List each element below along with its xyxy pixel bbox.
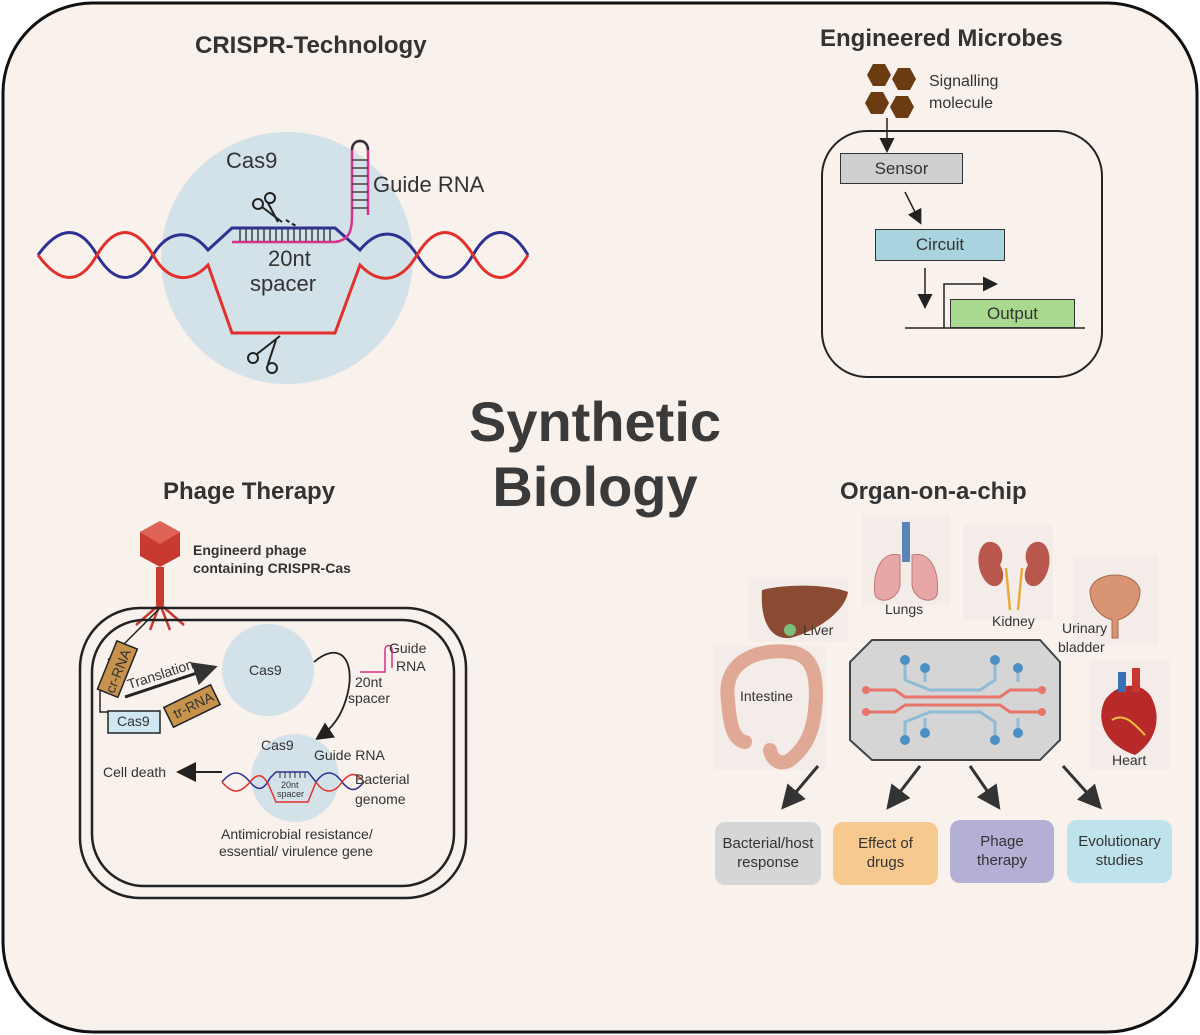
cas9-gene-label: Cas9 xyxy=(117,713,150,729)
bacterial-cell-inner xyxy=(90,618,456,888)
spacer-label-line1: 20nt xyxy=(268,246,311,271)
guide-rna-small-label: Guide RNA xyxy=(314,747,385,763)
scissors-icon xyxy=(247,335,281,374)
spacer-tiny-line2: spacer xyxy=(277,789,305,799)
spacer-small-line1: 20nt xyxy=(355,674,383,690)
phage-heading: Phage Therapy xyxy=(163,478,336,505)
tr-rna-gene xyxy=(162,683,222,729)
signalling-molecule-icon xyxy=(865,64,916,118)
urinary-label-line1: Urinary xyxy=(1062,620,1108,636)
phage-icon xyxy=(135,521,185,631)
guide-rna-label: Guide RNA xyxy=(373,172,485,197)
resistance-label-line2: essential/ virulence gene xyxy=(219,843,374,859)
circuit-box: Circuit xyxy=(875,229,1005,261)
base-pair-ticks xyxy=(239,229,331,241)
heart-label: Heart xyxy=(1112,752,1147,768)
cas9-protein-label: Cas9 xyxy=(249,662,282,678)
outcome-phage-therapy: Phage therapy xyxy=(950,820,1054,883)
crispr-heading: CRISPR-Technology xyxy=(195,32,427,59)
output-box: Output xyxy=(950,299,1075,328)
guide-label-line1: Guide xyxy=(389,640,427,656)
liver-icon xyxy=(748,577,848,642)
spacer-small-line2: spacer xyxy=(348,690,391,706)
organ-panel xyxy=(714,515,1170,810)
cas9-gene xyxy=(107,710,161,734)
bacterial-genome-line2: genome xyxy=(355,791,406,807)
signalling-label-line2: molecule xyxy=(929,95,994,112)
guide-rna-small-icon xyxy=(360,644,393,673)
lungs-icon xyxy=(862,515,950,605)
phage-panel xyxy=(78,521,468,900)
engineered-phage-line2: containing CRISPR-Cas xyxy=(193,560,351,576)
dna-strand-red xyxy=(36,231,530,335)
kidney-icon xyxy=(963,525,1053,620)
intestine-icon xyxy=(714,644,826,770)
kidney-label: Kidney xyxy=(992,613,1035,629)
cr-rna-gene xyxy=(96,639,139,699)
outcome-bacterial-host: Bacterial/host response xyxy=(715,822,821,885)
lungs-label: Lungs xyxy=(885,601,924,617)
bacterial-genome-line1: Bacterial xyxy=(355,771,410,787)
chip-ports xyxy=(862,655,1046,745)
guide-label-line2: RNA xyxy=(396,658,426,674)
liver-label: Liver xyxy=(803,622,834,638)
crispr-panel xyxy=(36,132,530,384)
cas9-protein-circle xyxy=(222,624,314,716)
signalling-label-line1: Signalling xyxy=(929,73,999,90)
main-title-line1: Synthetic xyxy=(468,390,722,453)
guide-rna-hairpin xyxy=(232,139,370,244)
intestine-label: Intestine xyxy=(740,688,793,704)
resistance-label-line1: Antimicrobial resistance/ xyxy=(221,826,373,842)
cas9-label: Cas9 xyxy=(226,148,278,173)
outcome-arrows xyxy=(781,764,1103,810)
microbes-heading: Engineered Microbes xyxy=(820,25,1063,52)
organ-heading: Organ-on-a-chip xyxy=(840,478,1027,505)
heart-icon xyxy=(1090,660,1170,770)
bacterial-cell-outer xyxy=(78,606,468,900)
genome-strand-red xyxy=(221,773,365,803)
main-title-line2: Biology xyxy=(492,455,698,518)
cas9-small-label: Cas9 xyxy=(261,737,294,753)
urinary-bladder-icon xyxy=(1073,555,1158,645)
organ-chip xyxy=(849,639,1061,761)
spacer-tiny-line1: 20nt xyxy=(281,780,299,790)
engineered-phage-line1: Engineerd phage xyxy=(193,542,307,558)
spacer-label-line2: spacer xyxy=(250,271,317,296)
genome-strand-blue xyxy=(221,771,365,791)
microbes-panel xyxy=(821,64,1103,378)
crispr-cas9-circle xyxy=(161,132,413,384)
outcome-effect-drugs: Effect of drugs xyxy=(833,822,938,885)
outcome-evolutionary: Evolutionary studies xyxy=(1067,820,1172,883)
microbe-cell xyxy=(821,130,1103,378)
urinary-label-line2: bladder xyxy=(1058,639,1105,655)
sensor-box: Sensor xyxy=(840,153,963,184)
scissors-icon xyxy=(252,192,297,227)
cell-death-label: Cell death xyxy=(103,764,167,780)
